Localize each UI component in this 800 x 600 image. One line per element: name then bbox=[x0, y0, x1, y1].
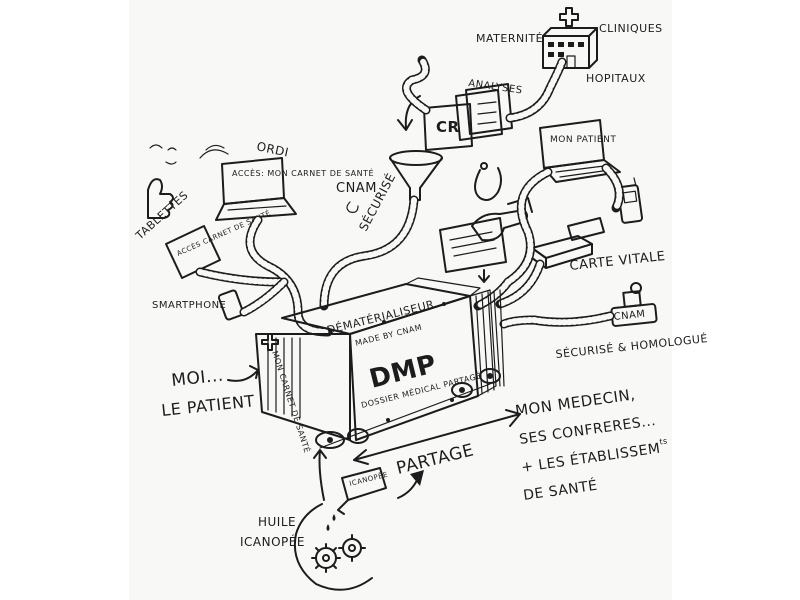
label-de-sante: DE SANTÉ bbox=[522, 477, 598, 504]
wifi-icon bbox=[199, 144, 229, 159]
cnam-stamp-icon bbox=[610, 282, 658, 327]
label-tablettes: TABLETTES bbox=[133, 189, 191, 243]
tablet-device-icon bbox=[165, 225, 221, 279]
machine-wheels bbox=[315, 368, 501, 449]
flow-arrowhead bbox=[410, 470, 424, 486]
connection-tubes bbox=[195, 55, 624, 337]
label-icanopee: ICANOPÉE bbox=[240, 534, 305, 549]
doctor-laptop-icon bbox=[539, 119, 621, 183]
label-le-patient: LE PATIENT bbox=[160, 391, 255, 420]
thumbs-up-icon bbox=[147, 178, 174, 219]
label-cr: CR bbox=[436, 118, 460, 136]
label-cnam-stamp: CNAM bbox=[613, 309, 646, 323]
cr-arrow-curve bbox=[404, 95, 421, 129]
label-hopitaux: HOPITAUX bbox=[586, 72, 646, 85]
dmp-machine-icon bbox=[255, 277, 505, 449]
label-cnam: CNAM bbox=[336, 181, 377, 196]
lock-icon bbox=[346, 201, 359, 213]
flow-arrow bbox=[397, 477, 419, 499]
patient-laptop-icon bbox=[215, 157, 297, 221]
smartphone-device-icon bbox=[217, 289, 245, 321]
user-face-icon bbox=[149, 144, 177, 165]
label-icanopee-bottle: ICANOPÉE bbox=[348, 470, 389, 488]
label-securise: SÉCURISÉ bbox=[355, 170, 398, 233]
label-ordi: ORDI bbox=[255, 139, 290, 159]
analyses-documents-icon bbox=[423, 83, 513, 151]
stethoscope-icon bbox=[474, 162, 502, 201]
label-securise-homologue: SÉCURISÉ & HOMOLOGUÉ bbox=[555, 332, 709, 361]
label-ses-confreres: SES CONFRERES... bbox=[518, 413, 657, 448]
cnam-funnel-icon bbox=[389, 150, 443, 201]
label-cliniques: CLINIQUES bbox=[599, 22, 663, 35]
patient-arrow bbox=[227, 365, 259, 382]
label-smartphone: SMARTPHONE bbox=[152, 300, 226, 311]
label-carte: CARTE VITALE bbox=[569, 249, 666, 274]
medical-cross-icon bbox=[261, 333, 279, 351]
label-mon-patient: MON PATIENT bbox=[550, 135, 616, 145]
label-huile: HUILE bbox=[258, 515, 296, 529]
partage-double-arrow bbox=[353, 409, 521, 465]
label-maternite: MATERNITÉ bbox=[476, 32, 543, 45]
cr-arrowhead bbox=[397, 119, 413, 131]
oil-to-wheel-arrow bbox=[313, 449, 327, 501]
huile-circle-curve bbox=[294, 503, 373, 591]
label-acces-carnet: ACCÈS: MON CARNET DE SANTÉ bbox=[232, 167, 374, 178]
oil-bottle-icon bbox=[326, 467, 387, 531]
label-moi: MOI... bbox=[170, 366, 224, 391]
hospital-building-icon bbox=[542, 7, 598, 69]
gears-icon bbox=[311, 534, 366, 573]
label-mon-medecin: MON MEDECIN, bbox=[514, 385, 636, 420]
